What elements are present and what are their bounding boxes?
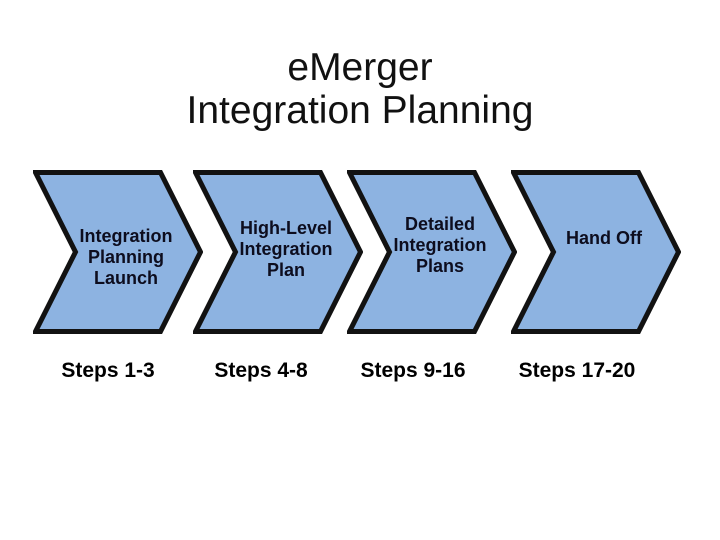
steps-caption-3: Steps 9-16 bbox=[360, 359, 466, 382]
chevron-arrow-icon bbox=[193, 170, 363, 334]
chevron-stage-4: Hand Off bbox=[511, 170, 681, 334]
steps-caption-1: Steps 1-3 bbox=[61, 359, 155, 382]
stage-label: Detailed Integration Plans bbox=[393, 213, 487, 276]
stage-label: High-Level Integration Plan bbox=[239, 217, 333, 280]
chevron-stage-3: Detailed Integration Plans bbox=[347, 170, 517, 334]
chevron-stage-2: High-Level Integration Plan bbox=[193, 170, 363, 334]
chevron-arrow-icon bbox=[347, 170, 517, 334]
stage-label: Integration Planning Launch bbox=[79, 225, 173, 288]
chevron-arrow-icon bbox=[33, 170, 203, 334]
steps-caption-2: Steps 4-8 bbox=[214, 359, 308, 382]
chevron-stage-1: Integration Planning Launch bbox=[33, 170, 203, 334]
chevron-arrow-icon bbox=[511, 170, 681, 334]
steps-caption-4: Steps 17-20 bbox=[518, 359, 636, 382]
stage-label: Hand Off bbox=[566, 227, 642, 248]
slide-title: eMerger Integration Planning bbox=[186, 46, 534, 132]
